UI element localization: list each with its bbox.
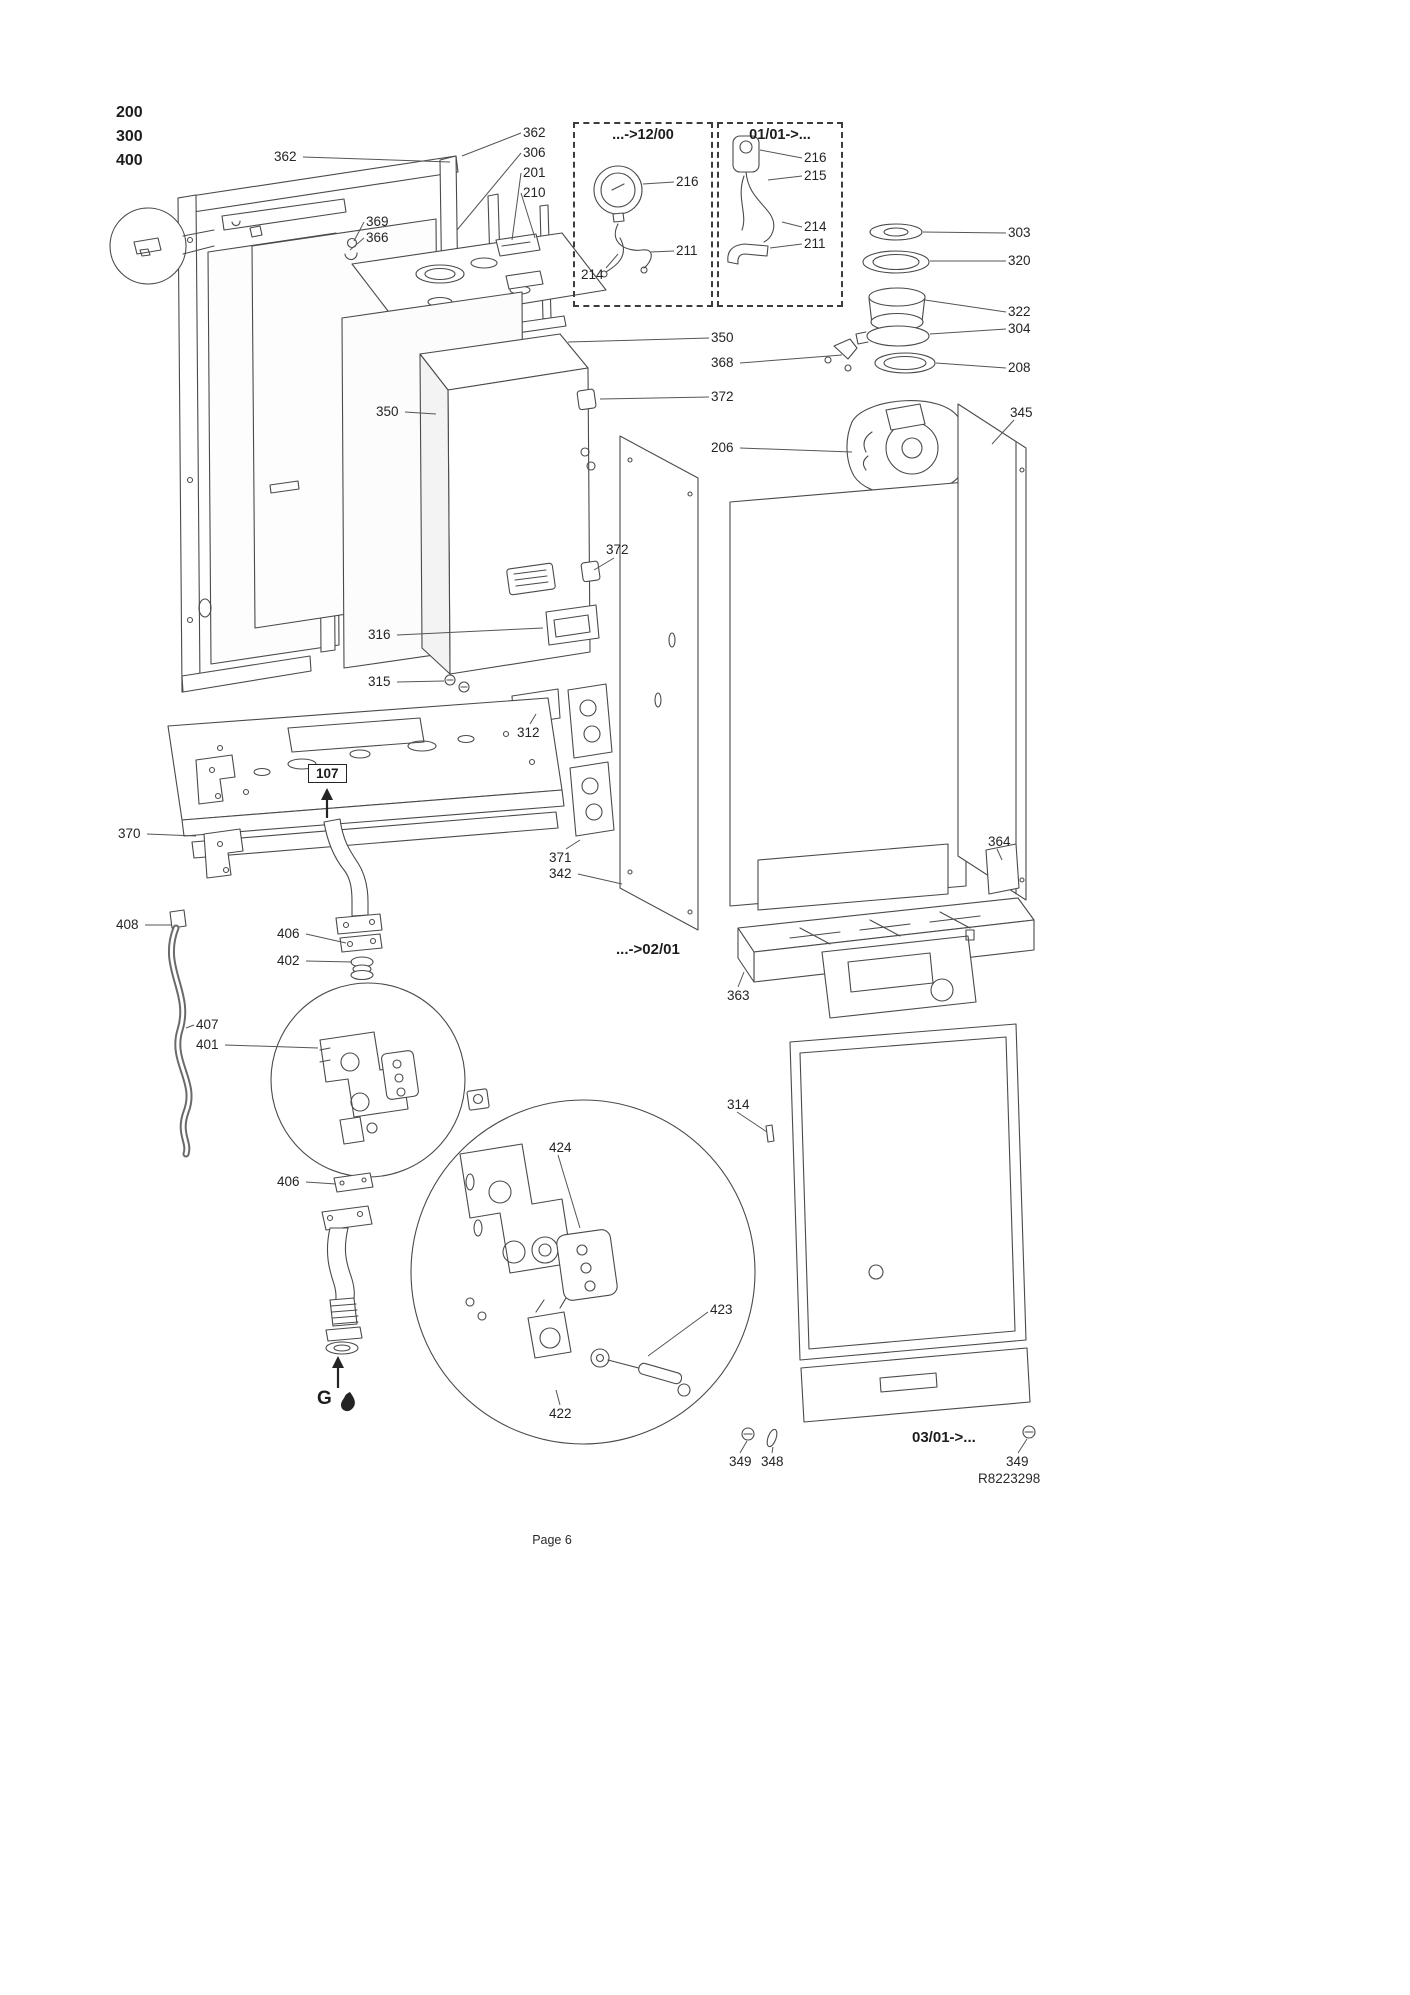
leader-line-371: [565, 839, 581, 850]
leader-line-210: [520, 192, 536, 239]
leader-line-363: [737, 971, 745, 988]
leader-line-401: [224, 1044, 319, 1049]
inset-box-before-12-00: ...->12/00: [573, 122, 713, 307]
leader-line-406: [305, 933, 347, 944]
leader-line-402: [305, 960, 353, 963]
leader-line-372: [593, 557, 615, 571]
gas-symbol-label: G: [317, 1388, 332, 1409]
model-number-400: 400: [116, 152, 143, 169]
leader-line-364: [996, 848, 1003, 861]
inset-box-from-01-01: 01/01->...: [717, 122, 843, 307]
leader-line-350: [404, 411, 437, 415]
leader-line-362: [461, 132, 522, 157]
leader-line-214: [781, 221, 803, 228]
leader-line-314: [736, 1111, 768, 1133]
leader-line-303: [922, 231, 1007, 234]
leader-line-350: [567, 337, 710, 343]
drawing-reference: R8223298: [978, 1471, 1041, 1486]
diagram-linework: [109, 135, 1036, 1448]
leader-line-201: [511, 172, 522, 241]
leader-line-422: [555, 1389, 561, 1406]
leader-line-406: [305, 1181, 337, 1185]
leader-line-370: [146, 833, 197, 837]
leader-line-342: [577, 873, 623, 885]
leader-line-312: [529, 713, 537, 725]
leader-line-306: [456, 152, 522, 231]
leader-line-315: [396, 680, 445, 683]
leader-line-424: [557, 1154, 581, 1229]
leader-line-322: [924, 299, 1007, 313]
model-number-200: 200: [116, 104, 143, 121]
gas-flow-arrows: [321, 788, 344, 1388]
leader-line-369: [353, 221, 365, 242]
leader-lines: [145, 132, 1028, 1454]
leader-line-216: [642, 181, 675, 185]
leader-line-208: [935, 362, 1007, 369]
leader-line-211: [649, 250, 675, 253]
leader-line-372: [599, 396, 710, 400]
leader-line-215: [767, 175, 803, 181]
leader-line-316: [396, 627, 544, 636]
leader-line-349: [1017, 1438, 1028, 1454]
leader-line-366: [349, 237, 365, 251]
leader-line-368: [739, 354, 843, 364]
leader-line-348: [771, 1446, 774, 1454]
leader-line-216: [759, 149, 803, 159]
leader-line-362: [302, 156, 451, 163]
leader-line-349: [739, 1440, 748, 1454]
leader-line-407: [185, 1024, 195, 1029]
leader-line-214: [605, 253, 619, 269]
leader-line-206: [739, 447, 853, 453]
gas-connection-boxed-label: 107: [308, 764, 347, 783]
leader-line-345: [991, 419, 1015, 445]
leader-line-423: [647, 1311, 709, 1357]
page-footer: Page 6: [532, 1533, 572, 1547]
model-number-list: 200 300 400: [116, 101, 143, 173]
inset-title-from-01-01: 01/01->...: [749, 127, 811, 143]
inset-title-before-12-00: ...->12/00: [612, 127, 674, 143]
leader-line-211: [769, 243, 803, 249]
model-number-300: 300: [116, 128, 143, 145]
leader-line-304: [929, 328, 1007, 335]
